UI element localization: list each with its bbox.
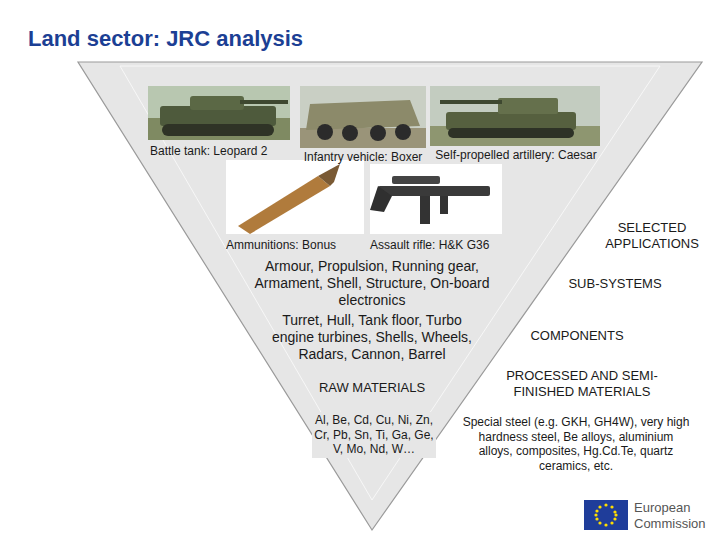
application-label: Assault rifle: H&K G36 xyxy=(370,238,520,253)
rifle-photo xyxy=(370,164,502,234)
application-label: Infantry vehicle: Boxer xyxy=(300,150,426,165)
infantry-vehicle-photo xyxy=(300,86,426,148)
ammunition-photo xyxy=(226,160,364,234)
level-label: SELECTED APPLICATIONS xyxy=(596,220,708,252)
raw-material-list: Al, Be, Cd, Cu, Ni, Zn, Cr, Pb, Sn, Ti, … xyxy=(312,412,436,458)
level-heading: RAW MATERIALS xyxy=(317,380,427,396)
tank-photo xyxy=(148,86,290,140)
component-list: Turret, Hull, Tank floor, Turbo engine t… xyxy=(272,312,472,363)
level-label: PROCESSED AND SEMI-FINISHED MATERIALS xyxy=(492,368,672,400)
application-label: Self-propelled artillery: Caesar xyxy=(432,148,600,163)
artillery-photo xyxy=(430,86,600,146)
level-label: SUB-SYSTEMS xyxy=(560,276,670,292)
level-label: COMPONENTS xyxy=(522,328,632,344)
logo-text: European Commission xyxy=(634,500,714,532)
application-label: Ammunitions: Bonus xyxy=(226,238,364,253)
material-list: Special steel (e.g. GKH, GH4W), very hig… xyxy=(458,414,694,475)
subsystem-list: Armour, Propulsion, Running gear, Armame… xyxy=(247,258,497,309)
application-label: Battle tank: Leopard 2 xyxy=(150,144,290,159)
slide-title: Land sector: JRC analysis xyxy=(28,26,303,53)
pyramid-outline xyxy=(78,62,702,530)
eu-flag xyxy=(584,500,628,530)
